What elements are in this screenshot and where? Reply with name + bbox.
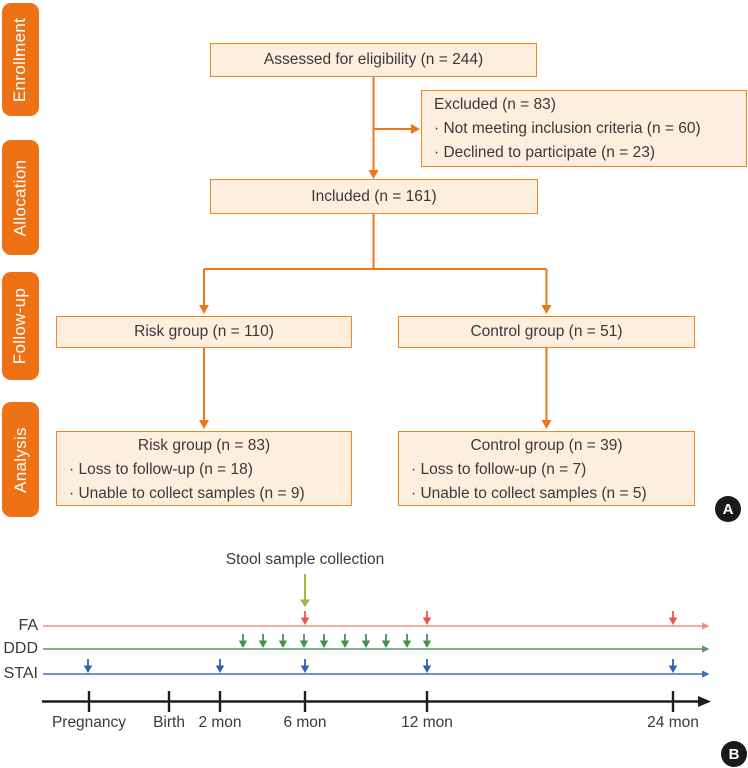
ddd-event-arrow-head: [422, 640, 432, 648]
box-assessed: Assessed for eligibility (n = 244): [210, 43, 537, 77]
axis-tick-label: 12 mon: [401, 714, 453, 731]
row-label-fa: FA: [18, 617, 38, 634]
box-control-analysis: Control group (n = 39) · Loss to follow-…: [398, 431, 695, 506]
ddd-event-arrow-head: [381, 640, 391, 648]
arrowhead-control-group: [541, 305, 552, 314]
stai-event-arrow-head: [300, 665, 310, 673]
ddd-event-arrow-head: [238, 640, 248, 648]
risk-analysis-title: Risk group (n = 83): [137, 437, 271, 454]
ddd-event-arrow-head: [278, 640, 288, 648]
stage-enrollment: Enrollment: [2, 3, 39, 116]
box-excluded: Excluded (n = 83) · Not meeting inclusio…: [421, 90, 747, 167]
panel-a-badge: A: [715, 496, 741, 522]
arrowhead-excluded: [411, 124, 420, 134]
axis-tick-label: Pregnancy: [51, 714, 127, 731]
arrowhead-risk-analysis: [199, 420, 209, 429]
timeline-title: Stool sample collection: [225, 551, 385, 568]
control-analysis-bullet-1: · Loss to follow-up (n = 7): [411, 461, 587, 478]
stai-event-arrow-head: [668, 665, 678, 673]
row-label-stai: STAI: [3, 665, 38, 682]
box-risk-group: Risk group (n = 110): [56, 316, 352, 348]
axis-tick-label: 6 mon: [283, 714, 327, 731]
stai-event-arrow-head: [422, 665, 432, 673]
ddd-event-arrow-head: [402, 640, 412, 648]
risk-analysis-bullet-2: · Unable to collect samples (n = 9): [69, 485, 305, 502]
stage-analysis: Analysis: [2, 402, 39, 517]
arrowhead-control-analysis: [541, 420, 552, 429]
ddd-event-arrow-head: [361, 640, 371, 648]
control-analysis-title: Control group (n = 39): [470, 437, 623, 454]
axis-tick-label: Birth: [153, 714, 185, 731]
fa-line-head: [702, 622, 710, 630]
row-label-ddd: DDD: [3, 640, 38, 657]
excluded-bullet-1: · Not meeting inclusion criteria (n = 60…: [434, 120, 701, 137]
ddd-line-head: [702, 645, 710, 653]
stage-allocation: Allocation: [2, 140, 39, 255]
axis-tick-label: 24 mon: [647, 714, 699, 731]
ddd-event-arrow-head: [258, 640, 268, 648]
time-axis-head: [698, 696, 711, 707]
arrowhead-risk-group: [199, 305, 209, 314]
ddd-event-arrow-head: [319, 640, 329, 648]
stai-line-head: [702, 670, 710, 678]
stool-collection-arrow-head: [300, 599, 310, 607]
excluded-bullet-2: · Declined to participate (n = 23): [434, 144, 655, 161]
stai-event-arrow-head: [215, 665, 225, 673]
axis-tick-label: 2 mon: [198, 714, 242, 731]
stai-event-arrow-head: [83, 665, 93, 673]
ddd-event-arrow-head: [299, 640, 309, 648]
box-control-group: Control group (n = 51): [398, 316, 695, 348]
panel-b-badge: B: [721, 741, 747, 767]
control-analysis-bullet-2: · Unable to collect samples (n = 5): [411, 485, 647, 502]
fa-event-arrow-head: [422, 617, 432, 625]
box-risk-analysis: Risk group (n = 83) · Loss to follow-up …: [56, 431, 352, 506]
fa-event-arrow-head: [668, 617, 678, 625]
stage-follow-up: Follow-up: [2, 272, 39, 380]
box-included: Included (n = 161): [210, 179, 538, 214]
arrowhead-included: [368, 170, 379, 179]
risk-analysis-bullet-1: · Loss to follow-up (n = 18): [69, 461, 253, 478]
ddd-event-arrow-head: [340, 640, 350, 648]
fa-event-arrow-head: [300, 617, 310, 625]
excluded-title: Excluded (n = 83): [434, 96, 556, 113]
flow-connectors-svg: [199, 77, 552, 429]
